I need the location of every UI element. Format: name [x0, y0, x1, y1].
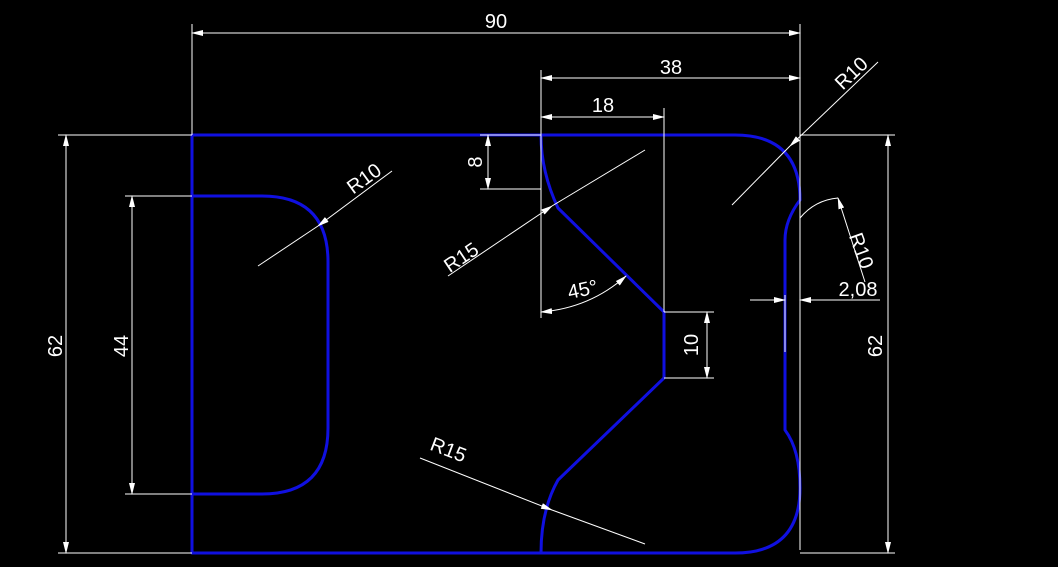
dim-offset: 2,08	[839, 279, 878, 301]
dim-slot-width: 18	[592, 95, 614, 117]
dimension-lines	[63, 30, 891, 554]
dim-pocket-height: 44	[111, 335, 133, 357]
dim-overall-width: 90	[485, 11, 507, 33]
part-outline-right	[539, 133, 802, 555]
dim-overall-height-right: 62	[865, 335, 887, 357]
part-outline	[190, 133, 666, 555]
extension-lines	[58, 24, 895, 554]
dim-radius-pocket: R10	[343, 159, 386, 198]
dim-radius-upper-slot: R15	[440, 239, 483, 278]
dim-overall-height-left: 62	[45, 335, 67, 357]
dim-radius-lower-slot: R15	[427, 434, 469, 468]
dim-step-height: 10	[681, 334, 703, 356]
dim-right-width: 38	[660, 57, 682, 79]
dim-top-depth: 8	[465, 156, 487, 167]
pocket-outline	[190, 194, 330, 496]
radius-leaders	[257, 61, 879, 545]
dim-radius-top-right: R10	[831, 53, 873, 94]
dim-angle: 45°	[566, 276, 600, 304]
dim-radius-right-notch: R10	[844, 230, 877, 272]
